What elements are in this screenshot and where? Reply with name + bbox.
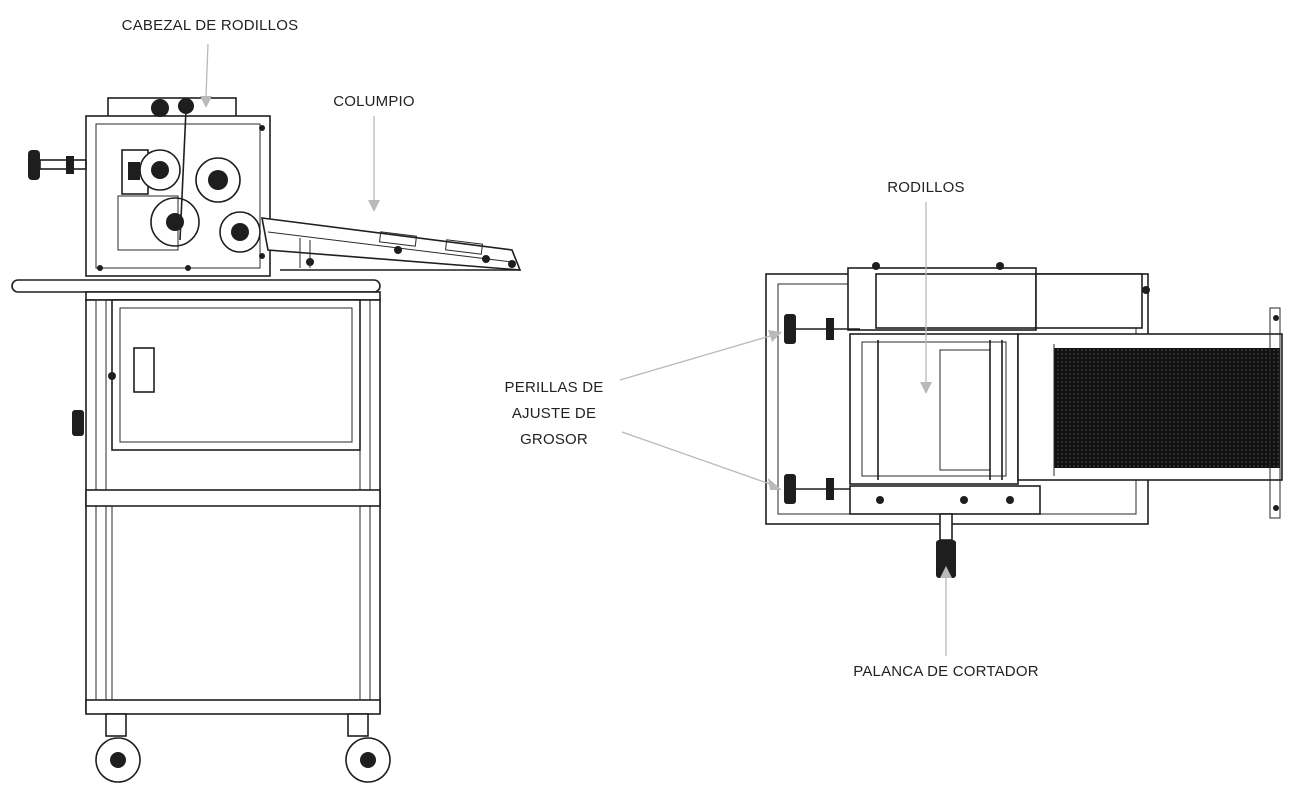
cabinet: [72, 299, 381, 715]
caster-left: [95, 713, 141, 783]
label-roller-head: CABEZAL DE RODILLOS: [122, 17, 299, 34]
top-view: [765, 262, 1283, 578]
side-view: [11, 97, 522, 783]
swing-conveyor: [261, 217, 522, 271]
label-rollers: RODILLOS: [887, 179, 964, 196]
label-knobs-line2: AJUSTE DE: [512, 405, 596, 422]
caster-right: [345, 713, 391, 783]
table-top: [11, 279, 381, 301]
leaders: [200, 43, 952, 656]
label-knobs-line1: PERILLAS DE: [505, 379, 604, 396]
label-cutter-lever: PALANCA DE CORTADOR: [853, 663, 1039, 680]
label-knobs-line3: GROSOR: [520, 431, 588, 448]
roller-head: [28, 97, 271, 277]
label-swing: COLUMPIO: [333, 93, 415, 110]
conveyor-mesh: [1054, 348, 1280, 468]
